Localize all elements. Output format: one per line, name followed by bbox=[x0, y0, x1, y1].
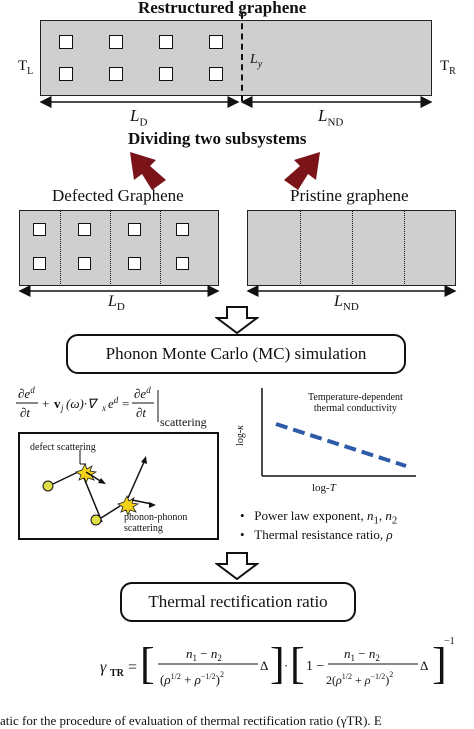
defect-scattering-label: defect scattering bbox=[30, 442, 96, 453]
boltzmann-equation: ∂ed ∂t + v j (ω)·∇ x ed = ∂ed ∂t scatter… bbox=[16, 386, 207, 429]
svg-text:1 −: 1 − bbox=[306, 659, 325, 674]
svg-text:=: = bbox=[128, 659, 137, 676]
cell-divider bbox=[160, 211, 161, 284]
svg-text:v: v bbox=[54, 396, 61, 411]
defected-length-label: LD bbox=[108, 293, 125, 314]
svg-text:+: + bbox=[42, 396, 49, 411]
svg-text:n1 − n2: n1 − n2 bbox=[344, 646, 380, 663]
svg-text:[: [ bbox=[140, 639, 155, 688]
mc-simulation-box: Phonon Monte Carlo (MC) simulation bbox=[66, 334, 406, 374]
rectification-ratio-box: Thermal rectification ratio bbox=[120, 582, 356, 622]
top-title: Restructured graphene bbox=[138, 0, 307, 17]
svg-text:∂t: ∂t bbox=[136, 405, 146, 420]
svg-text:∂ed: ∂ed bbox=[134, 386, 151, 401]
plot-xlabel: log-T bbox=[312, 482, 336, 494]
cell-divider bbox=[60, 211, 61, 284]
svg-text:(ρ1/2 + ρ−1/2)2: (ρ1/2 + ρ−1/2)2 bbox=[160, 670, 224, 687]
defect-square bbox=[33, 257, 46, 270]
svg-text:(ω)·∇: (ω)·∇ bbox=[66, 396, 99, 411]
defect-square bbox=[109, 67, 123, 81]
svg-text:x: x bbox=[101, 403, 106, 413]
t-left-label: TL bbox=[18, 58, 34, 77]
rectification-equation: γ TR = [ n1 − n2 (ρ1/2 + ρ−1/2)2 Δ ] · [… bbox=[100, 636, 455, 688]
svg-text:[: [ bbox=[290, 639, 305, 688]
svg-text:Δ: Δ bbox=[260, 658, 268, 673]
t-right-label: TR bbox=[440, 58, 456, 77]
cell-divider bbox=[404, 211, 405, 284]
svg-text:ed: ed bbox=[108, 395, 119, 411]
cell-divider bbox=[110, 211, 111, 284]
caption-fragment: atic for the procedure of evaluation of … bbox=[0, 713, 382, 728]
svg-text:TR: TR bbox=[110, 668, 125, 679]
defect-square bbox=[128, 223, 141, 236]
split-title: Dividing two subsystems bbox=[128, 129, 307, 148]
cell-divider bbox=[352, 211, 353, 284]
defect-square bbox=[209, 35, 223, 49]
defect-square bbox=[209, 67, 223, 81]
defect-square bbox=[78, 223, 91, 236]
bullet-power-law: • Power law exponent, n1, n2 bbox=[240, 508, 398, 527]
svg-text:γ: γ bbox=[100, 659, 107, 676]
svg-text:∂t: ∂t bbox=[20, 405, 30, 420]
defect-square bbox=[33, 223, 46, 236]
defected-graphene-sheet bbox=[19, 210, 219, 286]
lnd-label: LND bbox=[318, 106, 344, 129]
svg-text:2(ρ1/2 + ρ−1/2)2: 2(ρ1/2 + ρ−1/2)2 bbox=[326, 670, 393, 687]
defected-title: Defected Graphene bbox=[52, 186, 184, 205]
defect-square bbox=[176, 223, 189, 236]
cell-divider bbox=[300, 211, 301, 284]
svg-text:n1 − n2: n1 − n2 bbox=[186, 646, 222, 663]
pristine-graphene-sheet bbox=[247, 210, 456, 286]
sub-length-arrows bbox=[18, 285, 457, 297]
conductivity-trend-line bbox=[275, 422, 407, 468]
svg-text:Δ: Δ bbox=[420, 658, 428, 673]
svg-text:]: ] bbox=[432, 639, 447, 688]
svg-text:∂ed: ∂ed bbox=[18, 386, 35, 401]
pristine-title: Pristine graphene bbox=[290, 186, 409, 205]
svg-text:·: · bbox=[284, 658, 288, 673]
down-arrow-icon bbox=[215, 552, 259, 580]
svg-text:j: j bbox=[60, 403, 64, 413]
defect-square bbox=[78, 257, 91, 270]
defect-square bbox=[159, 35, 173, 49]
svg-text:scattering: scattering bbox=[160, 415, 207, 429]
defect-square bbox=[109, 35, 123, 49]
down-arrow-icon bbox=[215, 306, 259, 334]
defect-square bbox=[59, 35, 73, 49]
defect-square bbox=[59, 67, 73, 81]
scattering-paths bbox=[42, 450, 156, 526]
bullet-resistance-ratio: • Thermal resistance ratio, ρ bbox=[240, 527, 393, 542]
restructured-graphene-sheet bbox=[40, 13, 432, 101]
ld-label: LD bbox=[130, 106, 148, 129]
split-arrows bbox=[130, 152, 320, 190]
plot-ylabel: log-κ bbox=[234, 425, 246, 446]
svg-text:=: = bbox=[122, 396, 129, 411]
svg-text:−1: −1 bbox=[444, 636, 455, 647]
left-arrow-icon bbox=[130, 152, 166, 190]
conductivity-plot bbox=[261, 388, 416, 477]
ly-label: Ly bbox=[250, 52, 263, 70]
top-length-arrows bbox=[39, 96, 433, 108]
interface-dashed-line bbox=[241, 13, 243, 101]
defect-square bbox=[159, 67, 173, 81]
defect-square bbox=[128, 257, 141, 270]
defect-square bbox=[176, 257, 189, 270]
svg-text:]: ] bbox=[270, 639, 285, 688]
pristine-length-label: LND bbox=[334, 293, 359, 314]
right-arrow-icon bbox=[284, 152, 320, 190]
